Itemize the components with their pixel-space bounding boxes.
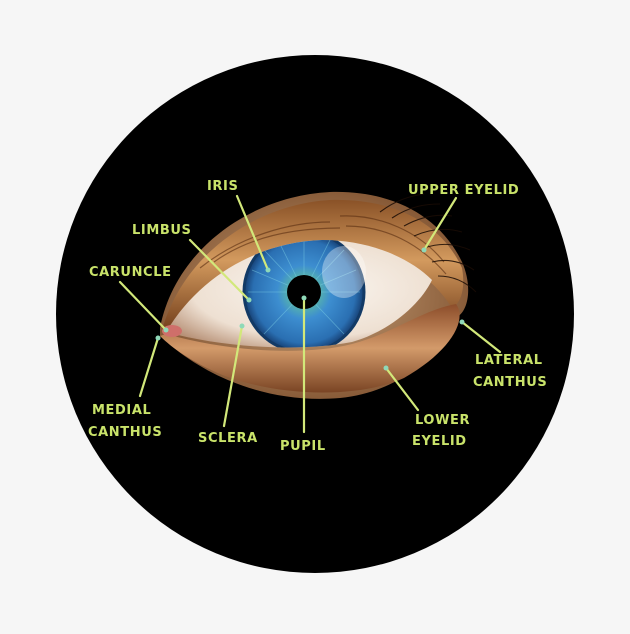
lower-eyelid-leader-line bbox=[384, 366, 420, 412]
pupil-disc bbox=[287, 275, 321, 309]
limbus-leader-line bbox=[188, 238, 251, 302]
iris-label: IRIS bbox=[207, 179, 238, 194]
upper-eyelid-point bbox=[421, 247, 427, 253]
lower-eyelid-point bbox=[383, 365, 389, 371]
lateral-canthus-label-line2: CANTHUS bbox=[473, 375, 547, 390]
lateral-canthus-leader-line bbox=[460, 320, 502, 354]
medial-canthus-point bbox=[155, 335, 161, 341]
upper-eyelid-leader-line bbox=[422, 196, 458, 252]
caruncle-leader-line bbox=[118, 280, 168, 332]
upper-eyelid-wrinkles bbox=[199, 215, 447, 275]
limbus-point bbox=[246, 297, 252, 303]
sclera-leader-line bbox=[222, 324, 244, 428]
caruncle-label: CARUNCLE bbox=[89, 265, 172, 280]
iris-leader-line bbox=[235, 194, 270, 272]
medial-canthus-leader-line bbox=[138, 336, 160, 398]
caruncle-point bbox=[163, 327, 169, 333]
pupil-label: PUPIL bbox=[280, 439, 326, 454]
lateral-canthus-point bbox=[459, 319, 465, 325]
medial-canthus-label-line1: MEDIAL bbox=[92, 403, 151, 418]
limbus-label: LIMBUS bbox=[132, 223, 192, 238]
upper-eyelid-label: UPPER EYELID bbox=[408, 183, 519, 198]
limbus-ring bbox=[242, 240, 366, 348]
lower-eyelid-label-line2: EYELID bbox=[412, 434, 467, 449]
lateral-canthus-label-line1: LATERAL bbox=[475, 353, 543, 368]
sclera-point bbox=[239, 323, 245, 329]
cornea-highlight bbox=[322, 246, 366, 298]
iris-point bbox=[265, 267, 271, 273]
sclera-label: SCLERA bbox=[198, 431, 258, 446]
medial-canthus-label-line2: CANTHUS bbox=[88, 425, 162, 440]
eyelashes bbox=[379, 193, 477, 293]
pupil-point bbox=[301, 295, 307, 301]
lower-eyelid-label-line1: LOWER bbox=[415, 413, 470, 428]
